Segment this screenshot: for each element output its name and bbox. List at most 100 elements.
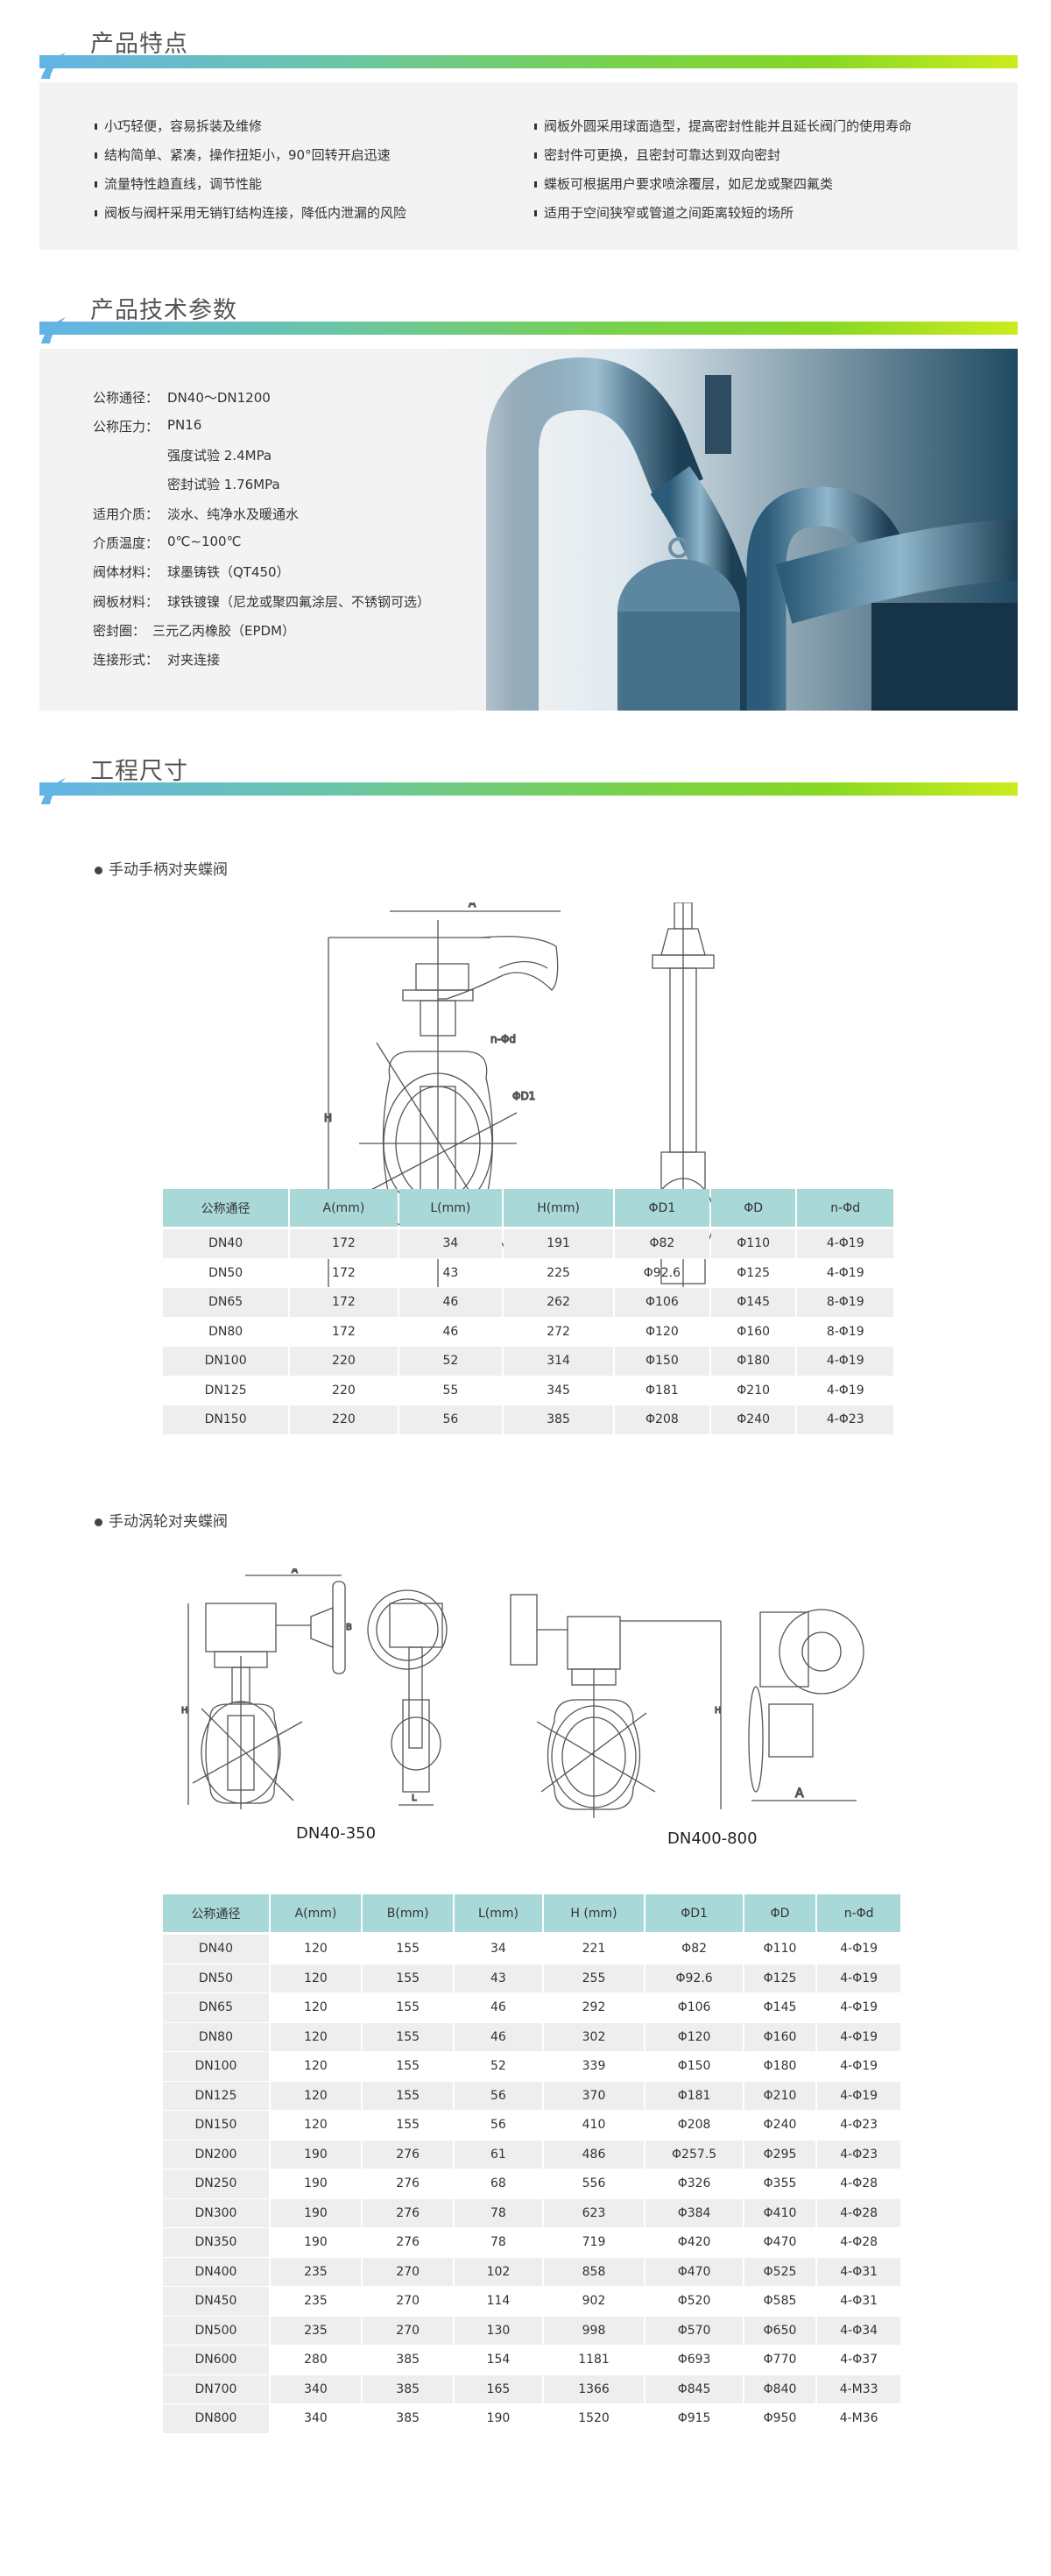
feature-item: 适用于空间狭窄或管道之间距离较短的场所	[534, 203, 794, 222]
table-cell: 34	[399, 1229, 503, 1259]
table-cell: 4-Φ37	[817, 2346, 900, 2375]
table-cell: DN250	[163, 2169, 269, 2199]
spec-label: 公称压力：	[93, 419, 159, 435]
feature-item: 流量特性趋直线，调节性能	[95, 174, 262, 193]
table-cell: Φ82	[614, 1229, 709, 1259]
table-cell: DN450	[163, 2287, 269, 2317]
col-header: L(mm)	[455, 1894, 542, 1935]
table-cell: Φ420	[645, 2228, 743, 2258]
table-cell: 120	[270, 1993, 362, 2023]
table-cell: Φ355	[744, 2169, 816, 2199]
table-cell: 276	[363, 2169, 454, 2199]
table-cell: DN500	[163, 2316, 269, 2346]
table-cell: 902	[543, 2287, 645, 2317]
spec-value: 对夹连接	[167, 652, 221, 668]
table-cell: 68	[455, 2169, 542, 2199]
table-cell: 235	[270, 2316, 362, 2346]
table-cell: 220	[290, 1347, 398, 1376]
table-cell: 55	[399, 1376, 503, 1405]
pipes-photo	[416, 349, 1018, 711]
table-cell: 120	[270, 2111, 362, 2141]
col-header: H (mm)	[543, 1894, 645, 1935]
table-cell: 858	[543, 2257, 645, 2287]
table-cell: 623	[543, 2198, 645, 2228]
table-cell: Φ145	[744, 1993, 816, 2023]
table-cell: 78	[455, 2228, 542, 2258]
table-cell: 4-Φ23	[817, 2111, 900, 2141]
feature-item: 阀板外圆采用球面造型，提高密封性能并且延长阀门的使用寿命	[534, 117, 912, 135]
table-cell: Φ410	[744, 2198, 816, 2228]
table-cell: DN350	[163, 2228, 269, 2258]
table-cell: 314	[504, 1347, 613, 1376]
section-divider	[39, 322, 1018, 335]
table-cell: Φ585	[744, 2287, 816, 2317]
table-cell: DN40	[163, 1229, 289, 1259]
table-cell: 270	[363, 2287, 454, 2317]
dim-H: H	[181, 1706, 188, 1716]
table-cell: 292	[543, 1993, 645, 2023]
table-cell: Φ210	[744, 2081, 816, 2111]
table-cell: 4-Φ28	[817, 2198, 900, 2228]
table-cell: Φ470	[744, 2228, 816, 2258]
col-header: 公称通径	[163, 1894, 269, 1935]
section-title-specs: 产品技术参数	[90, 297, 237, 324]
table-cell: 155	[363, 1993, 454, 2023]
col-header: A(mm)	[290, 1189, 398, 1229]
table-cell: 43	[399, 1259, 503, 1288]
table-cell: Φ650	[744, 2316, 816, 2346]
table-cell: 114	[455, 2287, 542, 2317]
table-cell: Φ840	[744, 2374, 816, 2404]
table-cell: Φ150	[645, 2052, 743, 2082]
col-header: A(mm)	[270, 1894, 362, 1935]
spec-row: 阀体材料：球墨铸铁（QT450）	[93, 563, 290, 581]
spec-row: 阀板材料：球铁镀镍（尼龙或聚四氟涂层、不锈钢可选）	[93, 592, 430, 611]
table-cell: 155	[363, 2081, 454, 2111]
features-panel	[39, 82, 1018, 250]
section-title-dimensions: 工程尺寸	[90, 758, 188, 785]
table-cell: Φ208	[645, 2111, 743, 2141]
table-cell: Φ160	[710, 1318, 796, 1347]
table-cell: 410	[543, 2111, 645, 2141]
worm-valve-subtitle: 手动涡轮对夹蝶阀	[95, 1509, 228, 1531]
table-cell: 4-M33	[817, 2374, 900, 2404]
dim-H: H	[715, 1706, 722, 1716]
spec-label: 连接形式：	[93, 652, 159, 668]
table-cell: DN50	[163, 1964, 269, 1993]
table-cell: 4-Φ28	[817, 2228, 900, 2258]
table-cell: 61	[455, 2140, 542, 2169]
table-cell: 4-Φ31	[817, 2287, 900, 2317]
table-cell: 1181	[543, 2346, 645, 2375]
feature-item: 结构简单、紧凑，操作扭矩小，90°回转开启迅速	[95, 145, 391, 164]
table-cell: 172	[290, 1259, 398, 1288]
worm-valve-large-drawing: H A	[510, 1594, 864, 1818]
spec-row: 密封圈：三元乙丙橡胶（EPDM）	[93, 621, 295, 640]
table-cell: 272	[504, 1318, 613, 1347]
table-cell: 4-Φ19	[797, 1376, 893, 1405]
table-cell: Φ110	[710, 1229, 796, 1259]
spec-label: 阀体材料：	[93, 564, 159, 580]
table-cell: 4-Φ19	[797, 1347, 893, 1376]
table-cell: Φ525	[744, 2257, 816, 2287]
table-cell: 385	[363, 2346, 454, 2375]
table-cell: 4-Φ19	[817, 1993, 900, 2023]
table-cell: 78	[455, 2198, 542, 2228]
col-header: n-Φd	[797, 1189, 893, 1229]
table-cell: 130	[455, 2316, 542, 2346]
table-cell: 155	[363, 1935, 454, 1964]
table-cell: 719	[543, 2228, 645, 2258]
table-cell: 190	[270, 2169, 362, 2199]
table-cell: 280	[270, 2346, 362, 2375]
table-cell: 4-Φ19	[817, 1935, 900, 1964]
table-cell: DN100	[163, 2052, 269, 2082]
table-cell: Φ180	[744, 2052, 816, 2082]
table-cell: Φ181	[645, 2081, 743, 2111]
table-cell: 486	[543, 2140, 645, 2169]
